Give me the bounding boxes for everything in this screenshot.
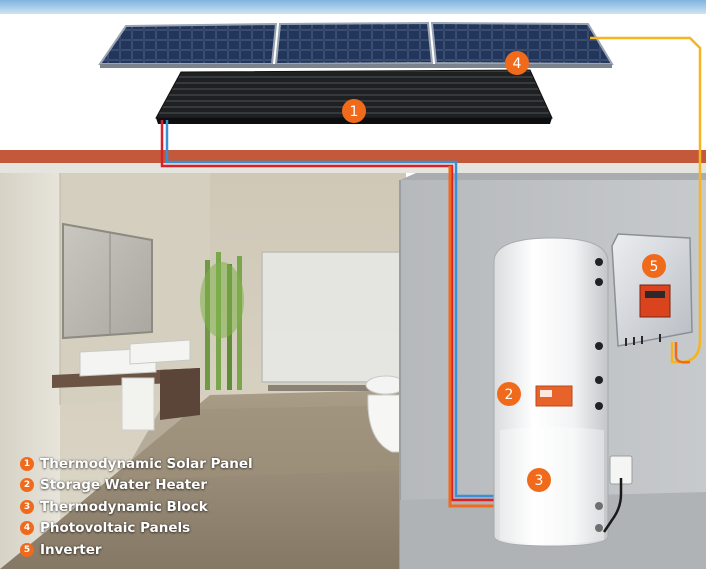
callout-5: 5: [642, 254, 666, 278]
sink-right: [129, 339, 191, 365]
inverter: [611, 233, 693, 347]
callout-2: 2: [497, 382, 521, 406]
legend-badge-2: 2: [20, 478, 34, 493]
legend-item-4: 4 Photovoltaic Panels: [20, 518, 253, 540]
callout-1-number: 1: [350, 104, 359, 120]
bamboo-plant: [200, 252, 244, 390]
legend-badge-4: 4: [20, 521, 34, 536]
sky: [0, 0, 706, 14]
legend-label-2: Storage Water Heater: [40, 477, 208, 494]
power-cord: [602, 478, 623, 533]
bathroom-left-wall: [0, 173, 60, 569]
photovoltaic-panels: [98, 21, 614, 68]
legend-item-3: 3 Thermodynamic Block: [20, 496, 253, 518]
callout-4-number: 4: [513, 56, 522, 72]
legend-label-3: Thermodynamic Block: [40, 498, 208, 515]
roof-fascia: [0, 163, 706, 173]
legend-item-2: 2 Storage Water Heater: [20, 475, 253, 497]
legend-badge-3: 3: [20, 499, 34, 514]
callout-layer: 1 2 3 4 5: [342, 51, 666, 492]
legend-badge-1: 1: [20, 456, 34, 471]
callout-5-number: 5: [650, 259, 659, 275]
legend: 1 Thermodynamic Solar Panel 2 Storage Wa…: [20, 453, 253, 561]
bathroom-mirror: [62, 222, 153, 340]
callout-1: 1: [342, 99, 366, 123]
legend-item-1: 1 Thermodynamic Solar Panel: [20, 453, 253, 475]
legend-label-5: Inverter: [40, 541, 102, 558]
legend-item-5: 5 Inverter: [20, 539, 253, 561]
shower-glass: [261, 251, 403, 383]
shower-tray: [268, 385, 380, 391]
thermodynamic-block: [500, 427, 604, 544]
legend-label-4: Photovoltaic Panels: [40, 520, 191, 537]
callout-3: 3: [527, 468, 551, 492]
towel: [121, 377, 155, 431]
storage-water-heater: [493, 237, 609, 547]
legend-badge-5: 5: [20, 542, 34, 557]
roof-edge: [0, 150, 706, 164]
legend-label-1: Thermodynamic Solar Panel: [40, 455, 253, 472]
callout-2-number: 2: [505, 387, 514, 403]
callout-4: 4: [505, 51, 529, 75]
callout-3-number: 3: [535, 473, 544, 489]
